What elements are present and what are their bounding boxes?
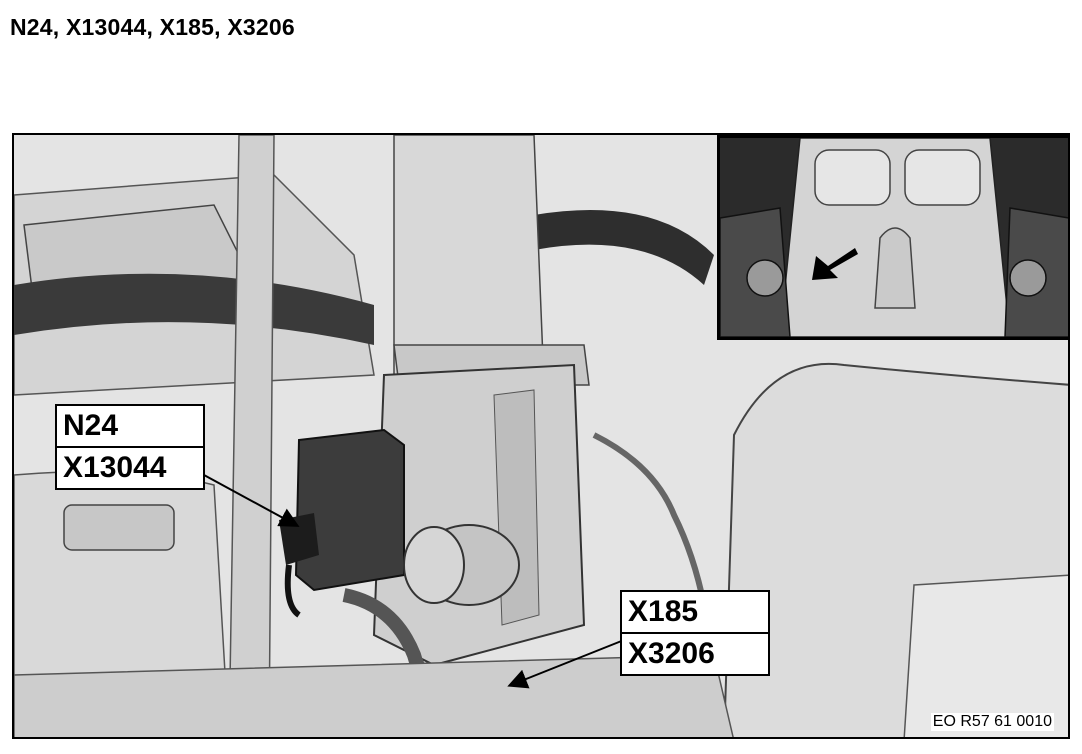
callout-label-x13044: X13044 (57, 446, 203, 488)
figure-reference-code: EO R57 61 0010 (930, 713, 1054, 731)
technical-illustration: N24 X13044 X185 X3206 EO R57 61 0010 (12, 133, 1070, 739)
callout-label-x185: X185 (628, 595, 699, 628)
locator-inset-drawing (720, 138, 1068, 337)
callout-label-n24: N24 (63, 409, 119, 442)
document-title: N24, X13044, X185, X3206 (10, 14, 295, 40)
callout-label-x3206: X3206 (622, 632, 768, 674)
locator-inset (717, 135, 1068, 340)
callout-n24-x13044: N24 X13044 (55, 404, 205, 490)
callout-x185-x3206: X185 X3206 (620, 590, 770, 676)
